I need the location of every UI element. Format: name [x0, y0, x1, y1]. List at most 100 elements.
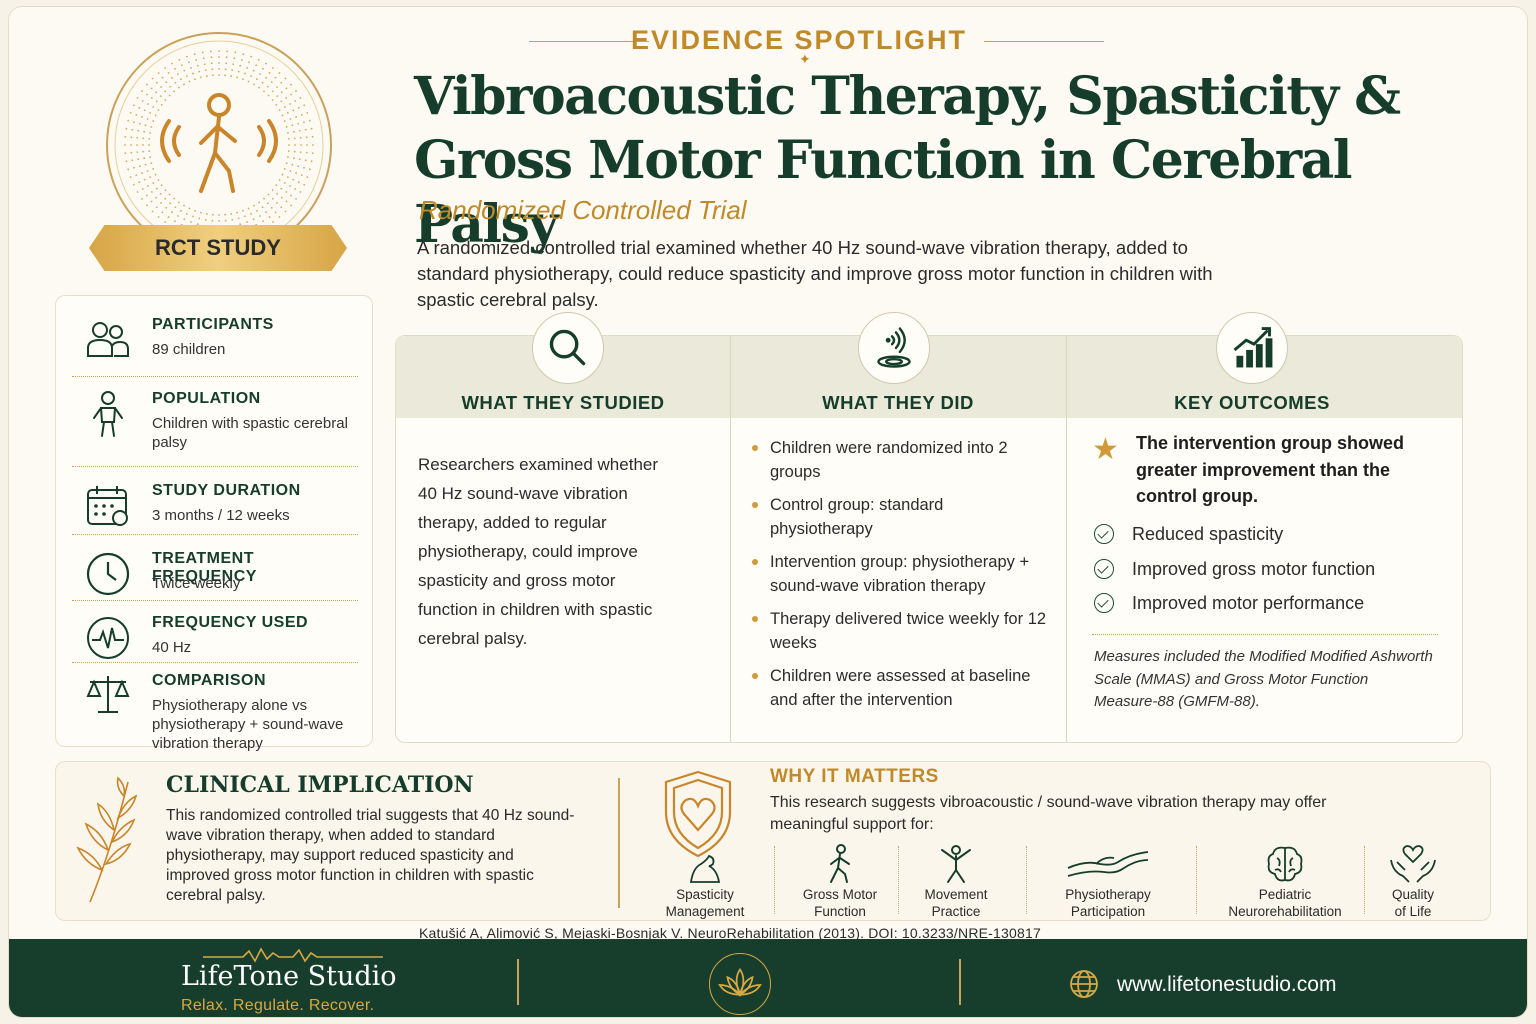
why-text: This research suggests vibroacoustic / s…: [770, 794, 1327, 833]
divider: [72, 376, 358, 377]
divider: [774, 846, 775, 914]
divider: [1196, 846, 1197, 914]
did-list: Children were randomized into 2 groups C…: [748, 436, 1048, 721]
clock-icon: [86, 552, 130, 596]
info-label: FREQUENCY USED: [152, 614, 309, 631]
list-item: Therapy delivered twice weekly for 12 we…: [748, 607, 1048, 655]
outcome-item-label: Reduced spasticity: [1132, 524, 1284, 544]
info-label: POPULATION: [152, 390, 261, 407]
brain-icon: [1267, 846, 1303, 882]
divider: [1092, 634, 1438, 635]
divider: [1026, 846, 1027, 914]
walking-icon: [830, 844, 850, 883]
stretching-person-icon: [941, 845, 971, 883]
brand-tagline: Relax. Regulate. Recover.: [181, 997, 375, 1014]
divider: [959, 959, 961, 1005]
benefit-label: Practice: [931, 904, 981, 919]
check-circle-icon: [1094, 559, 1114, 579]
outcome-item-label: Improved gross motor function: [1132, 559, 1376, 579]
divider: [72, 534, 358, 535]
benefit-label: Movement: [924, 887, 988, 902]
column-title-studied: WHAT THEY STUDIED: [461, 392, 665, 413]
divider: [1364, 846, 1365, 914]
globe-icon: [1070, 970, 1098, 998]
benefit-pediatric: Pediatric Neurorehabilitation: [1216, 844, 1354, 920]
leaf-branch-icon: [76, 776, 138, 903]
divider: [517, 959, 519, 1005]
benefit-label: Gross Motor: [802, 887, 878, 902]
sparkle-icon: ✦: [799, 51, 811, 67]
lotus-icon: [709, 953, 771, 1015]
benefit-label: Pediatric: [1258, 887, 1312, 902]
study-columns: WHAT THEY STUDIED WHAT THEY DID KEY OUTC…: [395, 312, 1463, 743]
outcome-headline: The intervention group showed greater im…: [1136, 433, 1405, 506]
column-title-outcomes: KEY OUTCOMES: [1174, 392, 1330, 413]
muscle-arm-icon: [689, 854, 721, 883]
clinical-title: CLINICAL IMPLICATION: [166, 772, 474, 798]
scale-icon: [86, 676, 130, 713]
website-link[interactable]: www.lifetonestudio.com: [1117, 973, 1337, 996]
citation: Katušić A, Alimović S, Mejaski-Bosnjak V…: [419, 925, 1041, 941]
title-line-1: Vibroacoustic Therapy, Spasticity &: [414, 66, 1401, 127]
pulse-icon: [87, 617, 129, 659]
divider: [72, 466, 358, 467]
column-divider: [730, 336, 731, 742]
vibration-icon: [858, 312, 930, 384]
study-info-card: PARTICIPANTS 89 children POPULATION Chil…: [55, 295, 373, 752]
info-label: STUDY DURATION: [152, 482, 301, 499]
rct-badge: RCT STUDY: [89, 225, 347, 271]
benefit-label: Physiotherapy: [1065, 887, 1151, 902]
why-title: WHY IT MATTERS: [770, 766, 939, 787]
people-icon: [87, 322, 129, 357]
benefit-movement: Movement Practice: [908, 844, 1004, 920]
info-value: 3 months / 12 weeks: [152, 507, 290, 524]
benefit-label: Management: [665, 904, 745, 919]
divider: [618, 778, 620, 908]
benefit-quality: Quality of Life: [1378, 844, 1448, 920]
divider: [72, 662, 358, 663]
magnifier-icon: [532, 312, 604, 384]
implication-card: CLINICAL IMPLICATION This randomized con…: [55, 761, 1491, 921]
heart-shield-icon: [664, 770, 732, 858]
info-label: PARTICIPANTS: [152, 316, 274, 333]
check-circle-icon: [1094, 593, 1114, 613]
kicker-line-left: [529, 41, 649, 42]
column-divider: [1066, 336, 1067, 742]
lead-text: A randomized controlled trial examined w…: [417, 237, 1213, 310]
soundwave-icon: [203, 947, 383, 963]
outcome-item: Reduced spasticity: [1094, 524, 1283, 545]
benefit-label: Participation: [1070, 904, 1146, 919]
child-icon: [93, 391, 123, 437]
growth-chart-icon: [1216, 312, 1288, 384]
outcome-item-label: Improved motor performance: [1132, 593, 1365, 613]
infographic-page: EVIDENCE SPOTLIGHT ✦ Vibroacoustic Thera…: [8, 6, 1528, 1018]
benefit-label: of Life: [1394, 904, 1432, 919]
divider: [72, 600, 358, 601]
info-label: TREATMENT FREQUENCY: [152, 550, 257, 585]
measures-note: Measures included the Modified Modified …: [1094, 648, 1433, 710]
benefit-physio: Physiotherapy Participation: [1052, 844, 1164, 920]
benefit-spasticity: Spasticity Management: [660, 854, 750, 920]
check-circle-icon: [1094, 524, 1114, 544]
page-title: Vibroacoustic Therapy, Spasticity & Gros…: [414, 65, 1474, 257]
list-item: Children were randomized into 2 groups: [748, 436, 1048, 484]
kicker: EVIDENCE SPOTLIGHT: [630, 25, 968, 55]
walking-person-icon: [106, 32, 332, 258]
studied-text: Researchers examined whether 40 Hz sound…: [418, 455, 659, 648]
column-title-did: WHAT THEY DID: [822, 392, 974, 413]
hands-icon: [1067, 851, 1149, 877]
star-icon: ★: [1092, 433, 1119, 466]
outcome-item: Improved motor performance: [1094, 593, 1364, 614]
calendar-icon: [87, 486, 128, 526]
info-value: 40 Hz: [152, 639, 192, 656]
outcome-item: Improved gross motor function: [1094, 559, 1375, 580]
benefit-gross-motor: Gross Motor Function: [794, 844, 886, 920]
clinical-text: This randomized controlled trial suggest…: [166, 807, 575, 904]
brand-name: LifeTone Studio: [181, 961, 397, 992]
benefit-label: Quality: [1391, 887, 1435, 902]
benefit-label: Function: [814, 904, 866, 919]
kicker-line-right: [984, 41, 1104, 42]
list-item: Intervention group: physiotherapy + soun…: [748, 550, 1048, 598]
heart-hands-icon: [1390, 845, 1436, 883]
info-value: Twice weekly: [152, 575, 241, 592]
